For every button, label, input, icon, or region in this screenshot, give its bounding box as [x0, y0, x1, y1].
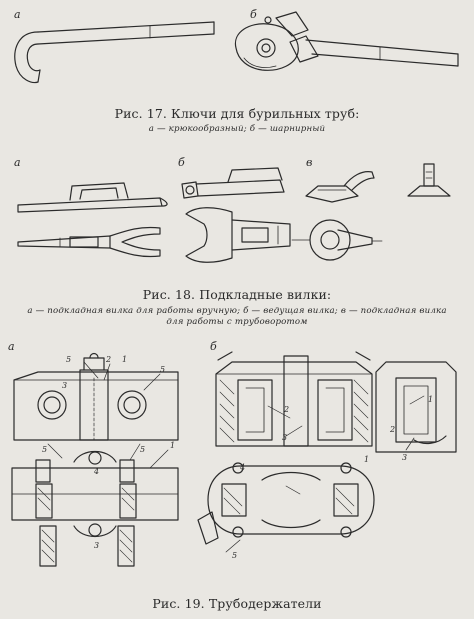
callout-2: 2 — [283, 405, 289, 414]
fig17-label-b: б — [250, 8, 257, 21]
pipe-holder-a-top-drawing — [13, 352, 179, 441]
fork-b-top-drawing — [185, 207, 291, 263]
callout-3: 3 — [62, 381, 67, 390]
fork-a-side-drawing — [17, 182, 168, 213]
fork-b-side-drawing — [181, 167, 285, 199]
fig18-label-c: в — [306, 156, 313, 169]
callout-4: 4 — [93, 467, 99, 476]
callout-5: 5 — [140, 445, 145, 454]
fork-a-top-drawing — [17, 226, 161, 258]
callout-3: 3 — [282, 433, 287, 442]
fig18-caption: Рис. 18. Подкладные вилки: — [142, 287, 332, 302]
pipe-holder-a-front-drawing — [11, 450, 179, 567]
callout-5: 5 — [160, 365, 165, 374]
fig18-label-b: б — [178, 156, 185, 169]
pipe-holder-b-plan-drawing — [197, 462, 375, 545]
callout-5: 5 — [66, 355, 71, 364]
callout-2: 2 — [105, 355, 111, 364]
fig17-caption: Рис. 17. Ключи для бурильных труб: — [114, 106, 360, 121]
callout-4: 4 — [239, 463, 245, 472]
hook-wrench-drawing — [14, 21, 215, 84]
fork-c-top-drawing — [291, 219, 383, 261]
callout-1: 1 — [170, 441, 175, 450]
callout-3: 3 — [402, 453, 407, 462]
fig19-label-b: б — [210, 340, 217, 353]
fig18-label-a: а — [14, 156, 21, 169]
fig18-legend-line2: для работы с трубоворотом — [166, 317, 308, 327]
hinged-wrench-drawing — [234, 11, 459, 71]
fig18-legend-line1: а — подкладная вилка для работы вручную;… — [27, 306, 447, 316]
pipe-holder-b-section-drawing — [215, 351, 373, 447]
callout-3: 3 — [94, 541, 99, 550]
callout-1: 1 — [122, 355, 127, 364]
pipe-holder-b-side-drawing — [375, 361, 457, 453]
fig17-label-a: а — [14, 8, 21, 21]
fork-c-end-drawing — [407, 163, 451, 197]
fork-c-side-drawing — [305, 171, 375, 203]
fig19-caption: Рис. 19. Трубодержатели — [152, 596, 322, 611]
callout-2: 2 — [389, 425, 395, 434]
callout-5: 5 — [42, 445, 47, 454]
callout-1: 1 — [364, 455, 369, 464]
callout-1: 1 — [428, 395, 433, 404]
callout-5: 5 — [232, 551, 237, 560]
fig19-label-a: а — [8, 340, 15, 353]
fig17-legend: а — крюкообразный; б — шарнирный — [148, 124, 326, 134]
